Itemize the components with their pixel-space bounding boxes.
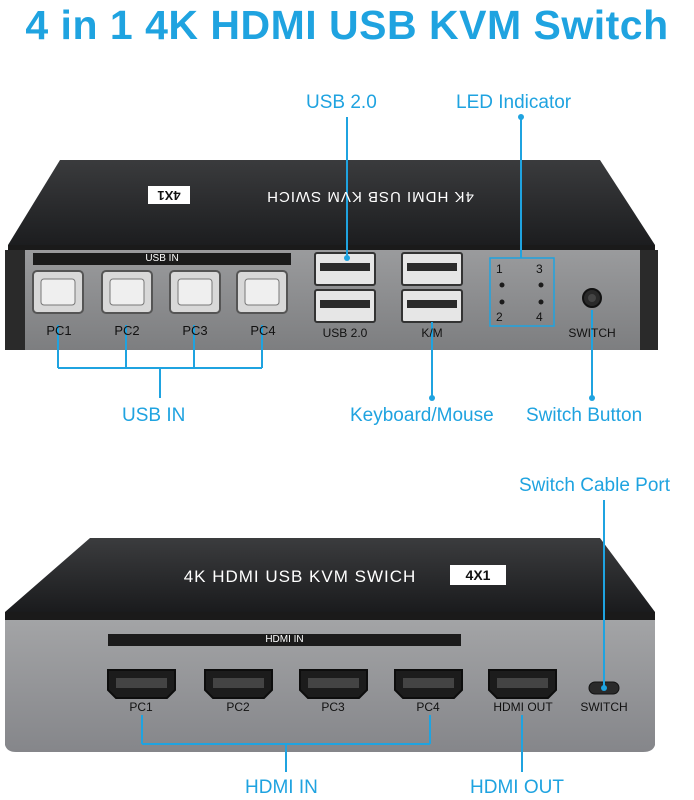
usb-in-strip: [33, 253, 291, 265]
hdmi-in-strip-label: HDMI IN: [265, 634, 304, 645]
hdmi-label-pc1: PC1: [129, 700, 153, 714]
usb-in-strip-label: USB IN: [145, 253, 179, 264]
hdmi-label-pc2: PC2: [226, 700, 250, 714]
callout-hdmi-in: HDMI IN: [245, 777, 318, 798]
led-icon: [499, 299, 505, 305]
port-label-pc3: PC3: [182, 323, 208, 338]
hdmi-port: [107, 669, 176, 699]
bottom-device: [5, 538, 655, 752]
switch-panel-label: SWITCH: [568, 326, 616, 340]
callout-switch-cable-port: Switch Cable Port: [519, 475, 671, 496]
usb-b-port: [236, 270, 288, 314]
top-device-lid: [8, 160, 655, 245]
hdmi-label-pc4: PC4: [416, 700, 440, 714]
callout-lines-top: [57, 114, 595, 401]
hdmi-out-port: [488, 669, 557, 699]
bottom-device-lid: [5, 538, 655, 612]
led-icon: [499, 282, 505, 288]
bottom-lid-badge: 4X1: [450, 565, 506, 585]
top-lid-badge: 4X1: [148, 186, 190, 204]
usb-a-port: [401, 252, 463, 286]
led-icon: [538, 299, 544, 305]
led-number-2: 2: [496, 310, 503, 324]
page-title: 4 in 1 4K HDMI USB KVM Switch: [25, 2, 669, 48]
port-label-pc2: PC2: [114, 323, 140, 338]
top-device: [5, 160, 658, 350]
led-number-1: 1: [496, 262, 503, 276]
usb-b-port: [32, 270, 84, 314]
usb20-panel-label: USB 2.0: [322, 326, 368, 340]
usb-b-port: [169, 270, 221, 314]
led-number-4: 4: [536, 310, 543, 324]
callout-led-indicator: LED Indicator: [456, 92, 572, 113]
km-panel-label: K/M: [421, 326, 443, 340]
led-icon: [538, 282, 544, 288]
usb-b-port: [101, 270, 153, 314]
usb-a-port: [401, 289, 463, 323]
hdmi-in-strip: [108, 634, 461, 646]
hdmi-label-pc3: PC3: [321, 700, 345, 714]
usb-a-port: [314, 252, 376, 286]
bottom-switch-panel-label: SWITCH: [580, 700, 628, 714]
usb-a-port: [314, 289, 376, 323]
hdmi-port: [394, 669, 463, 699]
callout-hdmi-out: HDMI OUT: [470, 777, 564, 798]
hdmi-out-panel-label: HDMI OUT: [493, 700, 553, 714]
callout-lines-bottom: [141, 500, 607, 772]
callout-usb-in: USB IN: [122, 405, 186, 426]
port-label-pc4: PC4: [250, 323, 276, 338]
callout-usb20: USB 2.0: [306, 92, 377, 113]
bottom-lid-text: 4K HDMI USB KVM SWICH: [183, 567, 417, 586]
callout-keyboard-mouse: Keyboard/Mouse: [350, 405, 494, 426]
hdmi-port: [204, 669, 273, 699]
top-lid-text: 4K HDMI USB KVM SWICH: [266, 188, 474, 205]
port-label-pc1: PC1: [46, 323, 72, 338]
hdmi-port: [299, 669, 368, 699]
led-number-3: 3: [536, 262, 543, 276]
callout-switch-button: Switch Button: [526, 405, 643, 426]
